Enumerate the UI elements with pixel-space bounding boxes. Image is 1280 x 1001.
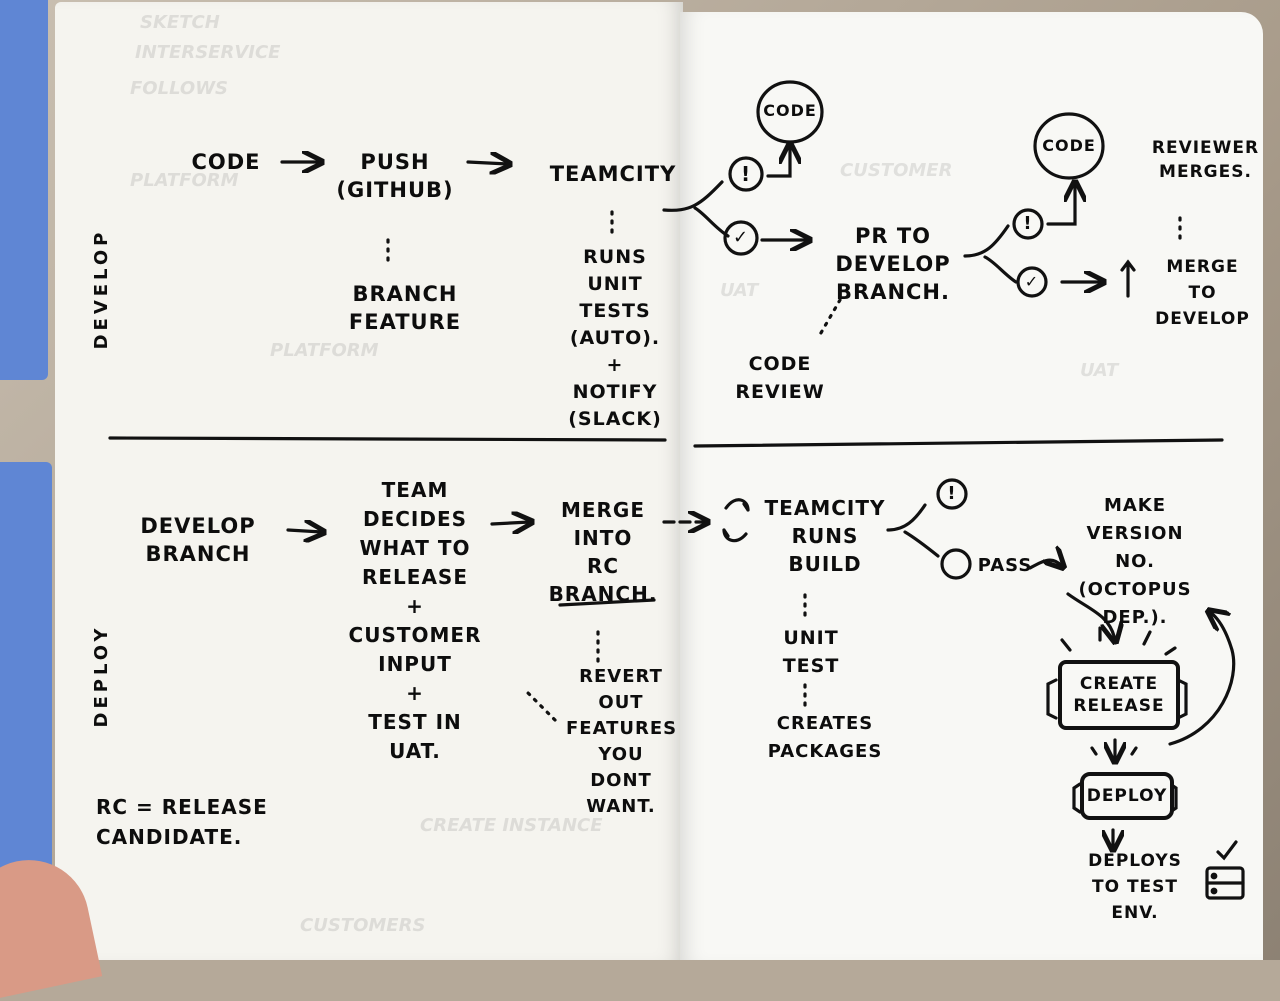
merge-into-rc-node: MERGE INTO RC BRANCH. — [548, 498, 658, 606]
deploys-to-test-node: DEPLOYS TO TEST ENV. — [1088, 851, 1182, 923]
rc-definition-note: RC = RELEASE CANDIDATE. — [96, 795, 268, 849]
server-icon-led — [1210, 872, 1218, 880]
checkmark-icon: ✓ — [1024, 272, 1040, 291]
arrow-push-to-teamcity — [466, 162, 508, 164]
server-icon-led — [1210, 887, 1218, 895]
arrow-develop-to-team — [286, 530, 322, 532]
pass-label: PASS — [977, 555, 1033, 576]
deploy-section-label: DEPLOY — [91, 624, 112, 728]
box-side-flap — [1072, 782, 1082, 814]
emphasis-marks — [1090, 746, 1138, 756]
teamcity-node: TEAMCITY — [549, 162, 677, 186]
unit-test-node: UNIT TEST — [782, 627, 840, 677]
ok-circle — [1016, 266, 1048, 298]
develop-branch-node: DEVELOP BRANCH — [140, 514, 256, 566]
blue-notebook-tab — [0, 0, 48, 380]
pass-circle — [940, 548, 972, 580]
team-decides-node: TEAM DECIDES WHAT TO RELEASE + CUSTOMER … — [348, 478, 482, 763]
arrow-fail-to-code — [766, 146, 790, 178]
checkmark-icon: ✓ — [732, 227, 750, 248]
show-through-text: PLATFORM — [130, 170, 239, 191]
develop-section-label: DEVELOP — [91, 228, 112, 350]
deploy-label: DEPLOY — [1086, 786, 1168, 806]
show-through-text: PLATFORM — [270, 340, 379, 361]
show-through-text: CUSTOMER — [840, 160, 953, 181]
box-side-flap — [1046, 678, 1058, 720]
deploy-box: DEPLOY — [1080, 772, 1174, 820]
arrow-team-to-merge — [490, 522, 530, 524]
sync-icon — [722, 498, 750, 543]
runs-unit-tests-node: RUNS UNIT TESTS (AUTO). + NOTIFY (SLACK) — [568, 246, 662, 430]
diagram-ink-layer — [108, 80, 1245, 900]
show-through-text: SKETCH — [140, 12, 220, 33]
notebook-left-page — [55, 2, 683, 960]
show-through-text: UAT — [1080, 360, 1119, 381]
arrow-pass-to-version — [1028, 560, 1062, 568]
checkmark-icon — [1216, 840, 1238, 861]
code-review-node: CODE REVIEW — [735, 353, 825, 403]
branch-fork — [886, 503, 940, 558]
show-through-text: CREATE INSTANCE — [420, 815, 603, 836]
make-version-node: MAKE VERSION NO. (OCTOPUS DEP.). — [1078, 495, 1192, 628]
dotted-connector — [816, 298, 842, 340]
arrow-fail-to-code — [1046, 184, 1075, 226]
creates-packages-node: CREATES PACKAGES — [767, 713, 883, 762]
blue-notebook-tab — [0, 462, 52, 892]
branch-fork — [963, 224, 1018, 284]
fail-circle — [728, 156, 764, 192]
code-circle — [756, 80, 824, 144]
dotted-connector — [523, 688, 557, 722]
loop-arrow — [1168, 612, 1236, 746]
warning-icon: ! — [740, 162, 752, 186]
merge-bracket — [1120, 259, 1136, 298]
pr-to-develop-node: PR TO DEVELOP BRANCH. — [835, 224, 951, 304]
section-divider-line — [108, 436, 667, 442]
section-divider-line — [693, 438, 1224, 448]
merge-to-develop-node: MERGE TO DEVELOP — [1155, 257, 1250, 329]
create-release-box: CREATE RELEASE — [1058, 660, 1180, 730]
fail-circle — [936, 478, 968, 510]
emphasis-marks — [1060, 626, 1177, 656]
ok-circle — [723, 220, 759, 256]
show-through-text: INTERSERVICE — [135, 42, 281, 63]
arrow-version-to-release — [1066, 592, 1115, 640]
revert-features-node: REVERT OUT FEATURES YOU DONT WANT. — [566, 666, 678, 817]
warning-icon: ! — [1023, 213, 1033, 234]
teamcity-runs-build-node: TEAMCITY RUNS BUILD — [764, 496, 886, 576]
code-loop-label: CODE — [763, 101, 817, 120]
code-node: CODE — [191, 150, 261, 174]
show-through-text: UAT — [720, 280, 759, 301]
branch-fork — [662, 180, 730, 238]
reviewer-merges-node: REVIEWER MERGES. — [1151, 138, 1260, 182]
code-circle — [1033, 112, 1105, 180]
fail-circle — [1012, 208, 1044, 240]
underline-stroke — [558, 598, 656, 607]
create-release-label: CREATE RELEASE — [1073, 674, 1165, 716]
push-github-node: PUSH (GITHUB) — [336, 150, 454, 202]
show-through-text: FOLLOWS — [130, 78, 229, 99]
code-loop-label: CODE — [1042, 136, 1096, 155]
show-through-text: CUSTOMERS — [300, 915, 426, 936]
warning-icon: ! — [947, 483, 957, 504]
box-side-flap — [1176, 678, 1188, 720]
branch-feature-node: BRANCH FEATURE — [348, 282, 462, 334]
